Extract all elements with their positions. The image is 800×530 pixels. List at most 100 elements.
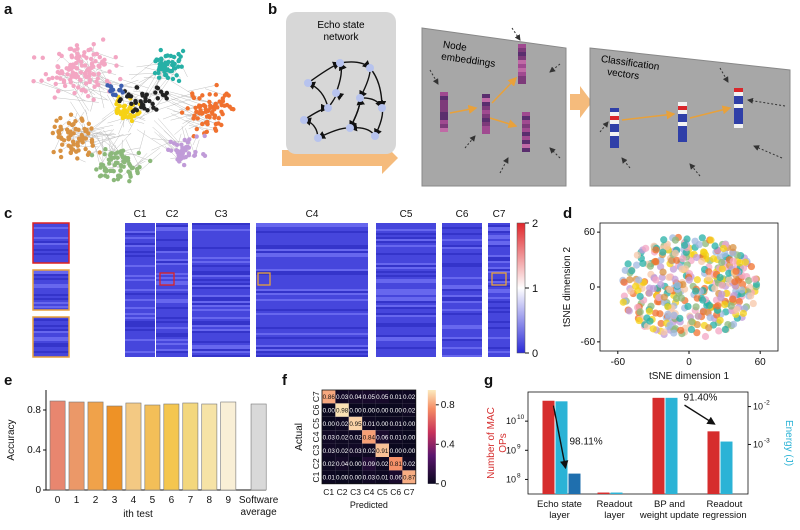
strip-row	[192, 353, 250, 355]
network-node	[87, 71, 92, 76]
classification-vector	[678, 102, 687, 142]
strip-row	[156, 341, 188, 343]
network-node	[202, 153, 208, 158]
strip-row	[376, 329, 436, 331]
network-edge	[185, 128, 196, 156]
strip-row	[33, 253, 69, 255]
network-node	[112, 155, 117, 160]
strip-row	[33, 308, 69, 310]
class-strip	[442, 223, 482, 357]
orange-arrow-icon	[449, 104, 478, 114]
scatter-point	[721, 301, 729, 309]
network-node	[113, 151, 118, 156]
strip-row	[488, 287, 510, 289]
strip-row	[256, 253, 368, 255]
strip-row	[376, 347, 436, 349]
strip-row	[156, 305, 188, 307]
strip-row	[33, 225, 69, 227]
scatter-point	[692, 303, 700, 311]
panel-label-g: g	[484, 372, 494, 389]
network-node	[118, 76, 123, 82]
x-tick-label: Readout	[707, 499, 743, 510]
network-node	[130, 165, 135, 171]
strip-row	[156, 345, 188, 347]
class-label: C7	[493, 209, 506, 220]
strip-row	[488, 305, 510, 307]
strip-row	[376, 255, 436, 257]
strip-row	[156, 343, 188, 345]
strip-row	[442, 247, 482, 249]
strip-row	[125, 291, 155, 293]
scatter-point	[684, 302, 692, 311]
network-node	[89, 126, 94, 131]
network-node	[129, 101, 134, 107]
y-tick-label: C7	[311, 391, 321, 402]
scatter-point	[652, 246, 660, 254]
strip-row	[125, 227, 155, 229]
y-tick-label: -60	[581, 337, 596, 348]
scatter-point	[624, 260, 632, 268]
strip-row	[442, 275, 482, 277]
strip-row	[488, 237, 510, 239]
embedding-cell	[482, 110, 490, 114]
matrix-value: 0.02	[336, 434, 349, 441]
scatter-point	[664, 310, 672, 318]
network-edge	[53, 128, 65, 153]
strip-row	[256, 289, 368, 291]
strip-row	[256, 343, 368, 345]
network-node	[55, 69, 61, 75]
strip-row	[376, 291, 436, 293]
network-node	[76, 148, 81, 153]
matrix-cell	[362, 403, 376, 417]
strip-row	[256, 287, 368, 289]
network-node	[89, 140, 95, 145]
scatter-point	[714, 302, 722, 310]
strip-row	[376, 239, 436, 241]
x-tick-label: average	[241, 507, 278, 518]
matrix-value: 0.00	[336, 475, 349, 482]
network-node	[102, 57, 107, 63]
strip-row	[125, 243, 155, 245]
strip-row	[442, 253, 482, 255]
network-node	[152, 70, 158, 76]
scatter-point	[705, 268, 713, 276]
esn-node	[300, 116, 308, 124]
matrix-value: 0.02	[363, 448, 376, 455]
network-node	[175, 157, 180, 162]
node-embeddings-label-1: Node	[442, 40, 468, 54]
class-strip	[192, 223, 250, 357]
scatter-point	[706, 314, 714, 322]
embedding-cell	[440, 116, 448, 120]
strip-row	[125, 333, 155, 335]
network-edge	[159, 77, 169, 89]
strip-row	[442, 353, 482, 355]
strip-row	[256, 313, 368, 315]
network-edge	[101, 135, 104, 166]
matrix-cell	[348, 457, 363, 471]
network-node	[214, 82, 219, 88]
strip-row	[442, 303, 482, 305]
network-node	[192, 113, 197, 118]
strip-row	[125, 301, 155, 303]
network-node	[79, 87, 84, 93]
strip-row	[192, 247, 250, 249]
strip-row	[376, 271, 436, 273]
strip-row	[156, 237, 188, 239]
network-node	[69, 54, 75, 60]
strip-row	[125, 297, 155, 299]
accuracy-bar	[125, 402, 142, 491]
class-label: C4	[306, 209, 319, 220]
scatter-point	[716, 253, 724, 261]
network-node	[162, 93, 168, 98]
matrix-value: 0.00	[403, 421, 416, 428]
strip-row	[33, 261, 69, 263]
strip-row	[376, 295, 436, 297]
embedding-cell	[522, 120, 530, 124]
embedding-cell	[482, 102, 490, 106]
series-bar	[720, 441, 733, 494]
network-node	[220, 99, 226, 104]
strip-row	[442, 343, 482, 345]
network-node	[153, 90, 158, 95]
strip-row	[156, 239, 188, 241]
